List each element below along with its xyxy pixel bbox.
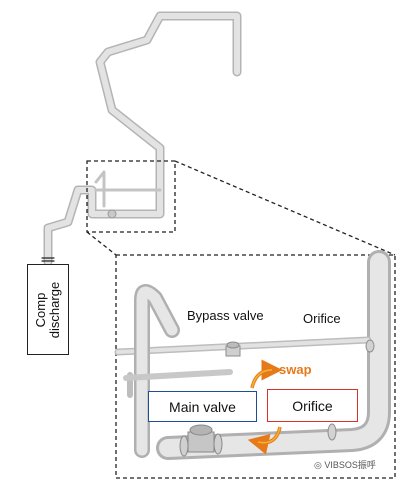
comp-discharge-box: Comp discharge	[27, 264, 69, 355]
detail-zoom-box	[115, 254, 396, 479]
bypass-valve-icon	[225, 341, 241, 357]
swap-arrows-inner-icon	[251, 369, 281, 444]
orifice-flange-icon	[327, 423, 337, 441]
orifice-top-label: Orifice	[303, 311, 341, 326]
orifice-top-flange-icon	[365, 339, 375, 353]
swap-label: swap	[279, 362, 312, 377]
bypass-valve-label: Bypass valve	[187, 308, 264, 323]
overview-piping	[41, 11, 242, 267]
main-valve-icon	[179, 424, 223, 457]
detail-piping	[114, 250, 391, 460]
overview-zoom-box	[86, 160, 176, 233]
watermark: ◎ VIBSOS振呼	[314, 458, 376, 471]
comp-label-line1: Comp	[33, 292, 48, 327]
zoom-connector-left	[86, 231, 117, 256]
comp-label-line2: discharge	[47, 281, 62, 338]
zoom-connector-right	[174, 160, 396, 256]
wechat-logo-icon: ◎	[314, 460, 325, 470]
orifice-box: Orifice	[267, 389, 358, 422]
comp-discharge-label: Comp discharge	[33, 281, 62, 338]
watermark-text: VIBSOS振呼	[324, 460, 376, 470]
main-valve-box: Main valve	[148, 391, 257, 422]
